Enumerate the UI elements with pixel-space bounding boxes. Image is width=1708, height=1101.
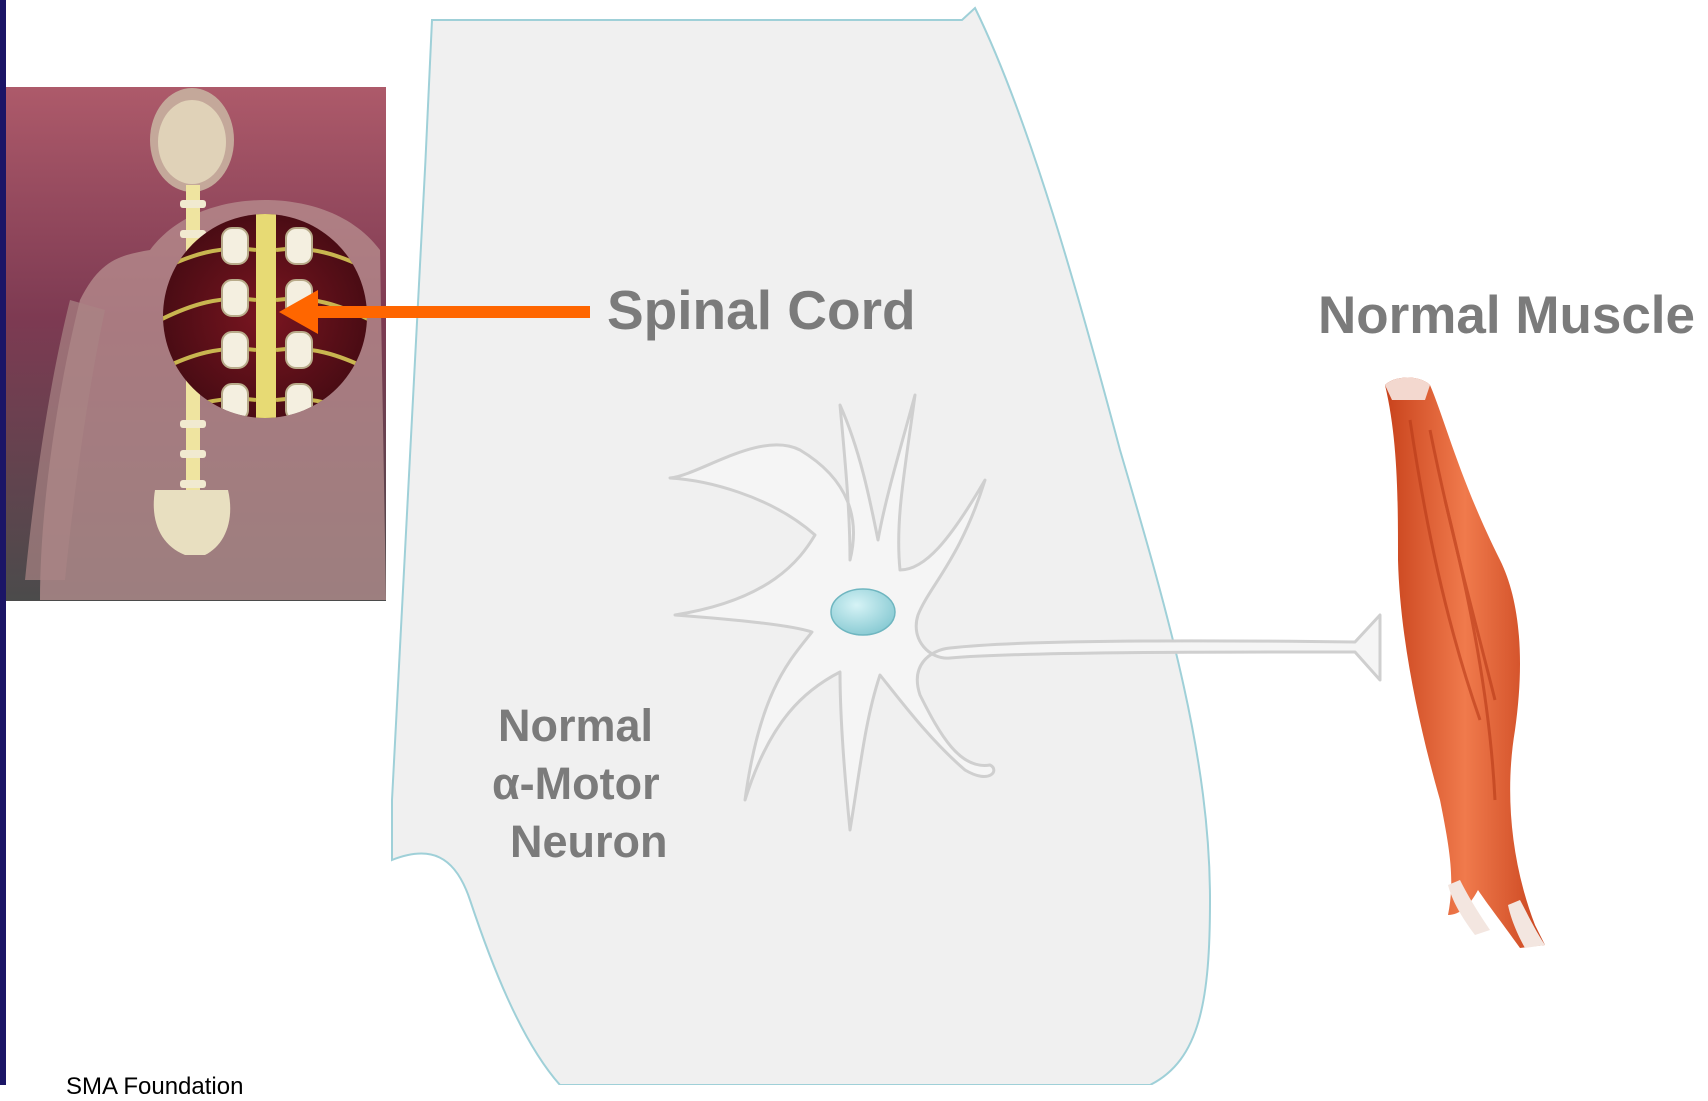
muscle-icon — [1385, 378, 1545, 949]
neuron-label-line-3: Neuron — [492, 813, 692, 871]
neuron-label-line-1: Normal — [492, 697, 692, 755]
motor-neuron-label: Normal α-Motor Neuron — [492, 697, 692, 871]
human-back-spine-icon — [6, 87, 386, 601]
source-footer: SMA Foundation — [66, 1073, 243, 1101]
neuron-nucleus — [831, 589, 895, 635]
spinal-cord-region — [392, 8, 1210, 1085]
neuron-label-line-2: α-Motor — [492, 755, 692, 813]
spinal-cord-label: Spinal Cord — [607, 278, 916, 342]
normal-muscle-label: Normal Muscle — [1318, 285, 1695, 346]
